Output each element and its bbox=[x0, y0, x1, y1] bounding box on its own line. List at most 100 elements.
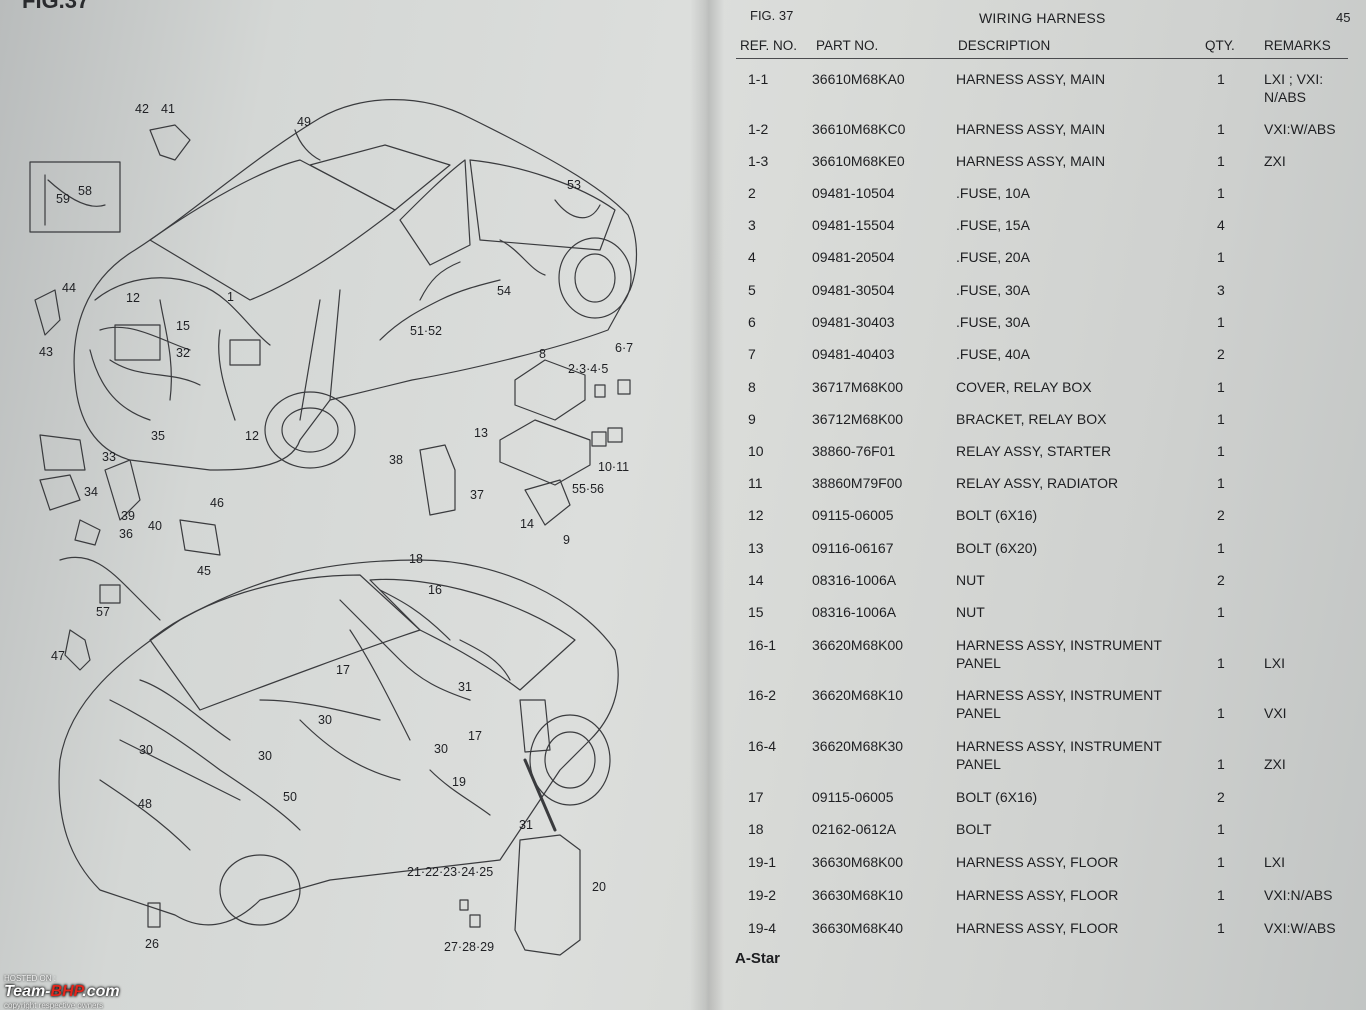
part-no-cell: 38860M79F00 bbox=[812, 475, 903, 491]
callout-18: 18 bbox=[409, 552, 423, 566]
qty-cell: 1 bbox=[1217, 71, 1225, 87]
callout-13: 13 bbox=[474, 426, 488, 440]
callout-46: 46 bbox=[210, 496, 224, 510]
remarks-cell: VXI bbox=[1264, 705, 1287, 721]
lower-car-front-wheel bbox=[219, 854, 301, 926]
callout-20: 20 bbox=[592, 880, 606, 894]
description-cell: .FUSE, 40A bbox=[956, 346, 1030, 362]
callout-30c: 30 bbox=[258, 749, 272, 763]
ref-no-cell: 15 bbox=[748, 604, 764, 620]
callout-50: 50 bbox=[283, 790, 297, 804]
part-no-cell: 09115-06005 bbox=[812, 507, 894, 523]
team-bhp-logo: Team-BHP.com bbox=[4, 983, 120, 1001]
qty-cell: 4 bbox=[1217, 217, 1225, 233]
description-cell: BOLT (6X16) bbox=[956, 789, 1038, 805]
description-cell: HARNESS ASSY, FLOOR bbox=[956, 920, 1119, 936]
remarks-cell: LXI ; VXI: N/ABS bbox=[1264, 71, 1324, 105]
part-26 bbox=[147, 902, 161, 928]
ref-no-cell: 3 bbox=[748, 217, 756, 233]
part-no-cell: 09481-30504 bbox=[812, 282, 895, 298]
qty-cell: 1 bbox=[1217, 604, 1225, 620]
description-cell: .FUSE, 20A bbox=[956, 249, 1030, 265]
ref-no-cell: 12 bbox=[748, 507, 764, 523]
qty-cell: 1 bbox=[1217, 411, 1225, 427]
qty-cell: 1 bbox=[1217, 705, 1225, 721]
description-cell: .FUSE, 30A bbox=[956, 282, 1030, 298]
fig-heading: FIG.37 bbox=[22, 0, 90, 13]
callout-35: 35 bbox=[151, 429, 165, 443]
ref-no-cell: 6 bbox=[748, 314, 756, 330]
ref-no-cell: 11 bbox=[748, 475, 763, 491]
callout-6-7: 6·7 bbox=[615, 341, 633, 355]
callout-16: 16 bbox=[428, 583, 442, 597]
description-cell: .FUSE, 10A bbox=[956, 185, 1030, 201]
description-cell: HARNESS ASSY, MAIN bbox=[956, 71, 1106, 87]
part-no-cell: 09481-40403 bbox=[812, 346, 895, 362]
callout-59: 59 bbox=[56, 192, 70, 206]
callout-17: 17 bbox=[336, 663, 350, 677]
callout-30b: 30 bbox=[139, 743, 153, 757]
qty-cell: 1 bbox=[1217, 153, 1225, 169]
header-description: DESCRIPTION bbox=[958, 38, 1051, 53]
callout-10-11: 10·11 bbox=[598, 460, 629, 474]
description-cell: .FUSE, 15A bbox=[956, 217, 1030, 233]
part-no-cell: 36610M68KE0 bbox=[812, 153, 905, 169]
callout-17b: 17 bbox=[468, 729, 482, 743]
part-no-cell: 09481-15504 bbox=[812, 217, 895, 233]
qty-cell: 1 bbox=[1217, 540, 1225, 556]
wiring-harness-diagram: 42 41 49 59 58 53 44 12 15 1 43 32 54 51… bbox=[29, 99, 638, 956]
part-no-cell: 36712M68K00 bbox=[812, 411, 904, 427]
ref-no-cell: 5 bbox=[748, 282, 756, 298]
callout-57: 57 bbox=[96, 605, 110, 619]
page-number: 45 bbox=[1336, 10, 1351, 25]
ref-no-cell: 19-1 bbox=[748, 854, 777, 870]
callout-15: 15 bbox=[176, 319, 190, 333]
lower-car-rear-wheel bbox=[529, 714, 611, 806]
part-no-cell: 09481-20504 bbox=[812, 249, 895, 265]
callout-12: 12 bbox=[126, 291, 140, 305]
ref-no-cell: 1-3 bbox=[748, 153, 769, 169]
callout-39: 39 bbox=[121, 509, 135, 523]
description-cell: HARNESS ASSY, INSTRUMENT PANEL bbox=[956, 687, 1162, 721]
description-cell: HARNESS ASSY, MAIN bbox=[956, 153, 1106, 169]
logo-accent-text: BHP bbox=[50, 983, 83, 1000]
callout-33: 33 bbox=[102, 450, 116, 464]
part-no-cell: 36620M68K30 bbox=[812, 738, 904, 754]
qty-cell: 2 bbox=[1217, 572, 1225, 588]
page-title: WIRING HARNESS bbox=[979, 10, 1106, 26]
part-no-cell: 09481-30403 bbox=[812, 314, 895, 330]
callout-2-3-4-5: 2·3·4·5 bbox=[568, 362, 608, 376]
ref-no-cell: 9 bbox=[748, 411, 756, 427]
description-cell: BOLT (6X16) bbox=[956, 507, 1038, 523]
logo-main-text: Team- bbox=[4, 983, 51, 1000]
description-cell: HARNESS ASSY, INSTRUMENT PANEL bbox=[956, 637, 1162, 671]
qty-cell: 3 bbox=[1217, 282, 1225, 298]
callout-9: 9 bbox=[563, 533, 570, 547]
ref-no-cell: 17 bbox=[748, 789, 764, 805]
qty-cell: 1 bbox=[1217, 854, 1225, 870]
remarks-cell: VXI:W/ABS bbox=[1264, 920, 1336, 936]
upper-car-outline bbox=[73, 99, 638, 471]
callout-31: 31 bbox=[458, 680, 472, 694]
header-rule bbox=[736, 58, 1348, 59]
part-no-cell: 36620M68K00 bbox=[812, 637, 904, 653]
description-cell: .FUSE, 30A bbox=[956, 314, 1030, 330]
description-cell: BRACKET, RELAY BOX bbox=[956, 411, 1107, 427]
description-cell: NUT bbox=[956, 604, 985, 620]
upper-car-front-wheel bbox=[264, 391, 356, 469]
watermark-hosted-text: HOSTED ON : bbox=[4, 974, 57, 983]
callout-32: 32 bbox=[176, 346, 190, 360]
remarks-cell: LXI bbox=[1264, 655, 1286, 671]
relay-box-cover bbox=[514, 359, 586, 421]
qty-cell: 1 bbox=[1217, 887, 1225, 903]
callout-49: 49 bbox=[297, 115, 311, 129]
ref-no-cell: 16-4 bbox=[748, 738, 777, 754]
part-no-cell: 38860-76F01 bbox=[812, 443, 896, 459]
part-no-cell: 36610M68KC0 bbox=[812, 121, 906, 137]
part-no-cell: 36717M68K00 bbox=[812, 379, 904, 395]
ref-no-cell: 1-2 bbox=[748, 121, 769, 137]
qty-cell: 2 bbox=[1217, 789, 1225, 805]
description-cell: HARNESS ASSY, MAIN bbox=[956, 121, 1106, 137]
callout-44: 44 bbox=[62, 281, 76, 295]
part-no-cell: 09116-06167 bbox=[812, 540, 894, 556]
